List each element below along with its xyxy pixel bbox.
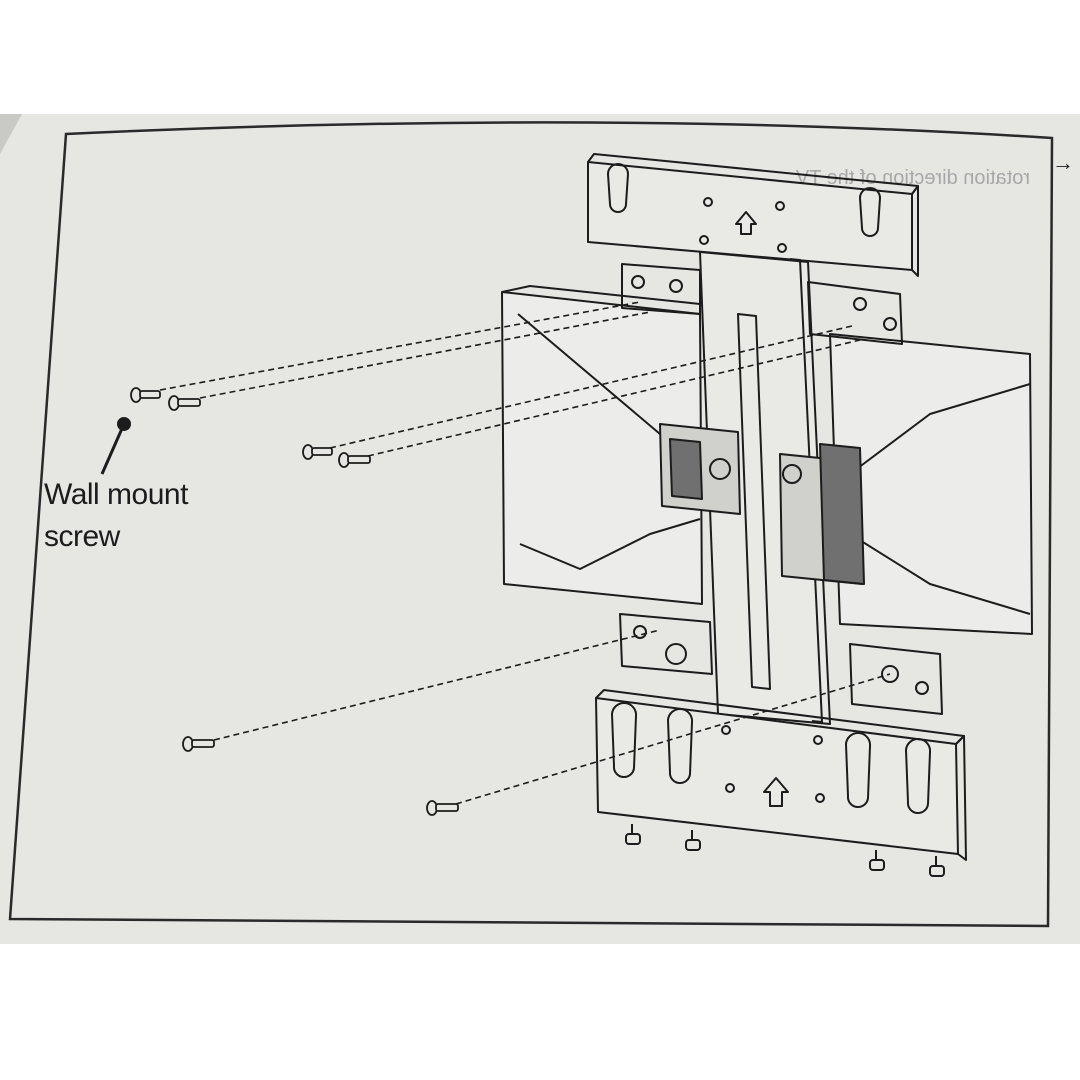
callout-label-line1: Wall mount [44,478,188,511]
up-arrow-icon-bottom [763,777,789,807]
right-swing-arm [779,281,1033,715]
callout-leader [100,417,131,475]
callout-label-line2: screw [44,520,120,553]
up-arrow-icon [735,211,757,235]
exploded-assembly-diagram: rotation direction of the TV → [0,114,1080,944]
top-wall-plate [587,153,919,277]
diagram-frame [8,121,1054,928]
screw-icon [302,444,333,460]
screw-icon [168,395,201,411]
screw-icon [182,736,215,752]
left-swing-arm [501,263,741,675]
screw-trajectory-lines [159,301,891,805]
bleed-through-label: rotation direction of the TV [795,167,1030,189]
screw-icon [426,800,459,816]
bleed-through-text: rotation direction of the TV [795,167,1030,189]
screw-icon [338,452,371,468]
page-arrow-icon: → [1052,150,1074,175]
screw-icon [130,387,161,403]
manual-page-photo: rotation direction of the TV → [0,114,1080,944]
bottom-wall-plate [595,689,967,877]
wall-mount-screws [130,387,459,816]
